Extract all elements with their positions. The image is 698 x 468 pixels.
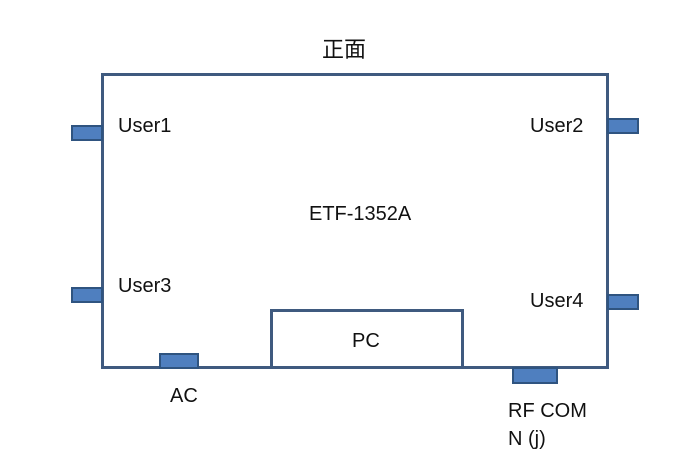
ac-connector <box>159 353 199 369</box>
user4-connector <box>607 294 639 310</box>
rf-com-label-line2: N (j) <box>508 428 546 450</box>
rf-com-label-line1: RF COM <box>508 400 587 422</box>
user3-connector <box>71 287 103 303</box>
user4-label: User4 <box>530 290 584 312</box>
user2-connector <box>607 118 639 134</box>
pc-label: PC <box>352 330 380 352</box>
user2-label: User2 <box>530 115 584 137</box>
ac-label: AC <box>170 385 198 407</box>
diagram-title: 正面 <box>322 38 367 63</box>
pc-port-box <box>270 309 464 369</box>
user1-label: User1 <box>118 115 172 137</box>
user3-label: User3 <box>118 275 172 297</box>
device-label: ETF-1352A <box>309 203 412 225</box>
rf-com-connector <box>512 367 558 384</box>
user1-connector <box>71 125 103 141</box>
